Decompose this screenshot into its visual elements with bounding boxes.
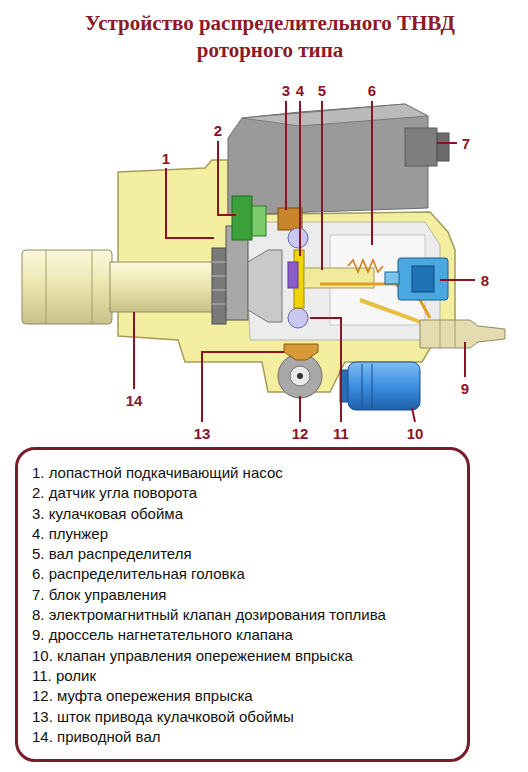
advance-device-pin bbox=[297, 373, 303, 379]
valve-ridge bbox=[440, 320, 441, 348]
angle-sensor bbox=[232, 196, 252, 240]
list-item: 5. вал распределителя bbox=[32, 544, 453, 564]
leader-line bbox=[371, 101, 373, 245]
leader-line bbox=[299, 396, 301, 422]
control-connector bbox=[405, 128, 437, 166]
list-item: 8. электромагнитный клапан дозирования т… bbox=[32, 605, 453, 625]
callout-number: 1 bbox=[162, 150, 170, 167]
callout-number: 3 bbox=[282, 82, 290, 99]
callout-number: 12 bbox=[292, 425, 309, 442]
control-block bbox=[228, 104, 428, 215]
control-block-top bbox=[242, 104, 428, 126]
control-connector-end bbox=[437, 133, 449, 161]
callout-number: 11 bbox=[333, 425, 349, 442]
shaft-ridge bbox=[46, 251, 47, 323]
list-item: 9. дроссель нагнетательного клапана bbox=[32, 625, 453, 645]
leader-line bbox=[166, 168, 214, 238]
solenoid-needle bbox=[385, 272, 399, 284]
spline-line bbox=[212, 262, 226, 263]
legend-list-box: 1. лопастной подкачивающий насос2. датчи… bbox=[15, 447, 470, 762]
callout-number: 13 bbox=[194, 425, 211, 442]
list-item: 10. клапан управления опережением впрыск… bbox=[32, 646, 453, 666]
callout-number: 5 bbox=[318, 82, 326, 99]
roller bbox=[288, 228, 308, 248]
leader-line bbox=[321, 101, 323, 270]
callout-number: 9 bbox=[461, 380, 469, 397]
leader-line bbox=[218, 141, 236, 215]
leader-line bbox=[133, 312, 135, 389]
plunger-disc bbox=[288, 262, 298, 288]
leader-line bbox=[299, 101, 301, 256]
callout-number: 4 bbox=[296, 82, 304, 99]
advance-valve bbox=[348, 362, 420, 410]
callout-number: 10 bbox=[407, 425, 424, 442]
list-item: 14. приводной вал bbox=[32, 727, 453, 747]
advance-device bbox=[278, 354, 322, 398]
callout-number: 8 bbox=[481, 272, 489, 289]
list-item: 7. блок управления bbox=[32, 585, 453, 605]
list-item: 1. лопастной подкачивающий насос bbox=[32, 463, 453, 483]
drive-shaft-end bbox=[22, 250, 112, 324]
list-item: 3. кулачковая обойма bbox=[32, 504, 453, 524]
leader-line bbox=[437, 142, 457, 144]
cam-ring bbox=[278, 208, 302, 230]
cam-ring-pin bbox=[284, 344, 318, 360]
spline-line bbox=[212, 290, 226, 291]
leader-line bbox=[440, 279, 475, 281]
shaft-spline bbox=[212, 248, 226, 324]
delivery-valve bbox=[420, 320, 505, 348]
list-item: 4. плунжер bbox=[32, 524, 453, 544]
spline-line bbox=[212, 276, 226, 277]
list-item: 13. шток привода кулачковой обоймы bbox=[32, 707, 453, 727]
spline-line bbox=[212, 304, 226, 305]
drive-shaft bbox=[110, 262, 214, 312]
leader-line bbox=[412, 408, 415, 422]
valve-rib bbox=[362, 364, 363, 408]
roller bbox=[288, 308, 308, 328]
list-item: 2. датчик угла поворота bbox=[32, 483, 453, 503]
list-item: 12. муфта опережения впрыска bbox=[32, 686, 453, 706]
shaft-ridge bbox=[92, 251, 93, 323]
valve-ridge bbox=[455, 320, 456, 348]
callout-number: 14 bbox=[126, 392, 143, 409]
callout-number: 6 bbox=[368, 82, 376, 99]
solenoid-core bbox=[412, 266, 434, 292]
title: Устройство распределительного ТНВД ротор… bbox=[84, 10, 456, 64]
valve-rib bbox=[372, 364, 373, 408]
callout-number: 7 bbox=[462, 135, 470, 152]
angle-sensor-part bbox=[252, 206, 266, 236]
leader-line bbox=[202, 352, 284, 422]
callout-number: 2 bbox=[214, 122, 222, 139]
hub bbox=[248, 250, 282, 322]
leader-line bbox=[464, 342, 466, 377]
advance-device-bore bbox=[290, 366, 310, 386]
list-item: 11. ролик bbox=[32, 666, 453, 686]
spring bbox=[348, 260, 383, 272]
leader-line bbox=[285, 101, 287, 210]
list-item: 6. распределительная головка bbox=[32, 564, 453, 584]
leader-line bbox=[310, 318, 341, 422]
